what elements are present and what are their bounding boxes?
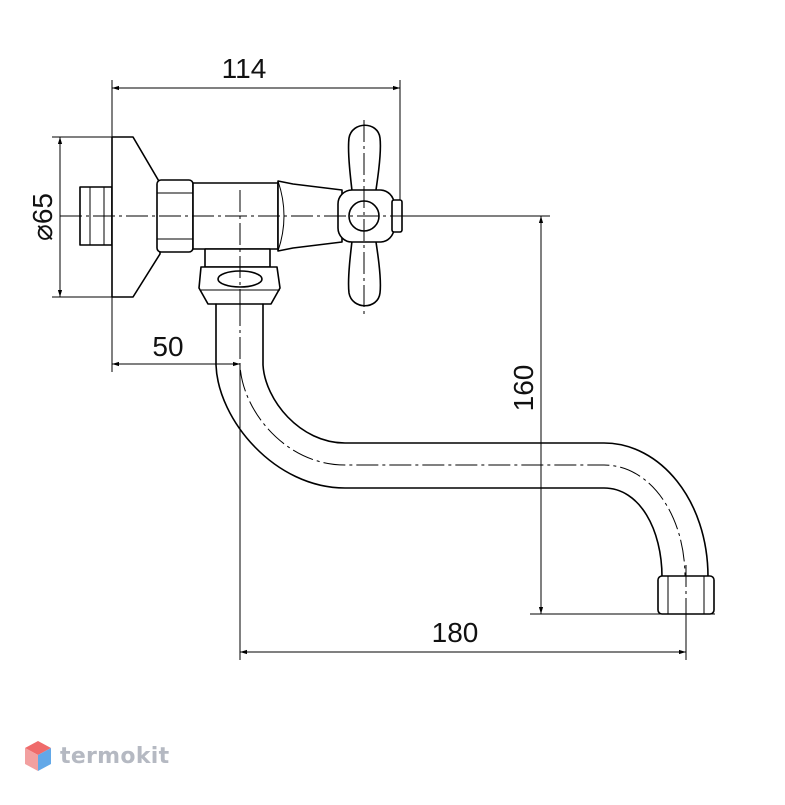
spout-connector	[198, 248, 281, 305]
dimension-50-label: 50	[152, 331, 183, 362]
dimension-160: 160	[404, 215, 715, 615]
dimension-diameter: ⌀65	[27, 136, 112, 298]
brand-logo: termokit	[24, 740, 169, 772]
spout-tube	[215, 303, 709, 578]
dimension-114: 114	[111, 53, 401, 200]
cube-logo-icon	[25, 741, 51, 771]
dimension-114-label: 114	[222, 53, 267, 84]
center-lines	[60, 120, 687, 640]
wall-flange	[79, 136, 161, 298]
dimension-160-label: 160	[508, 365, 539, 412]
brand-name: termokit	[60, 743, 170, 769]
dimension-50: 50	[111, 297, 240, 372]
dimension-180: 180	[239, 365, 687, 660]
dimension-diameter-label: ⌀65	[27, 193, 58, 241]
dimension-180-label: 180	[432, 617, 479, 648]
